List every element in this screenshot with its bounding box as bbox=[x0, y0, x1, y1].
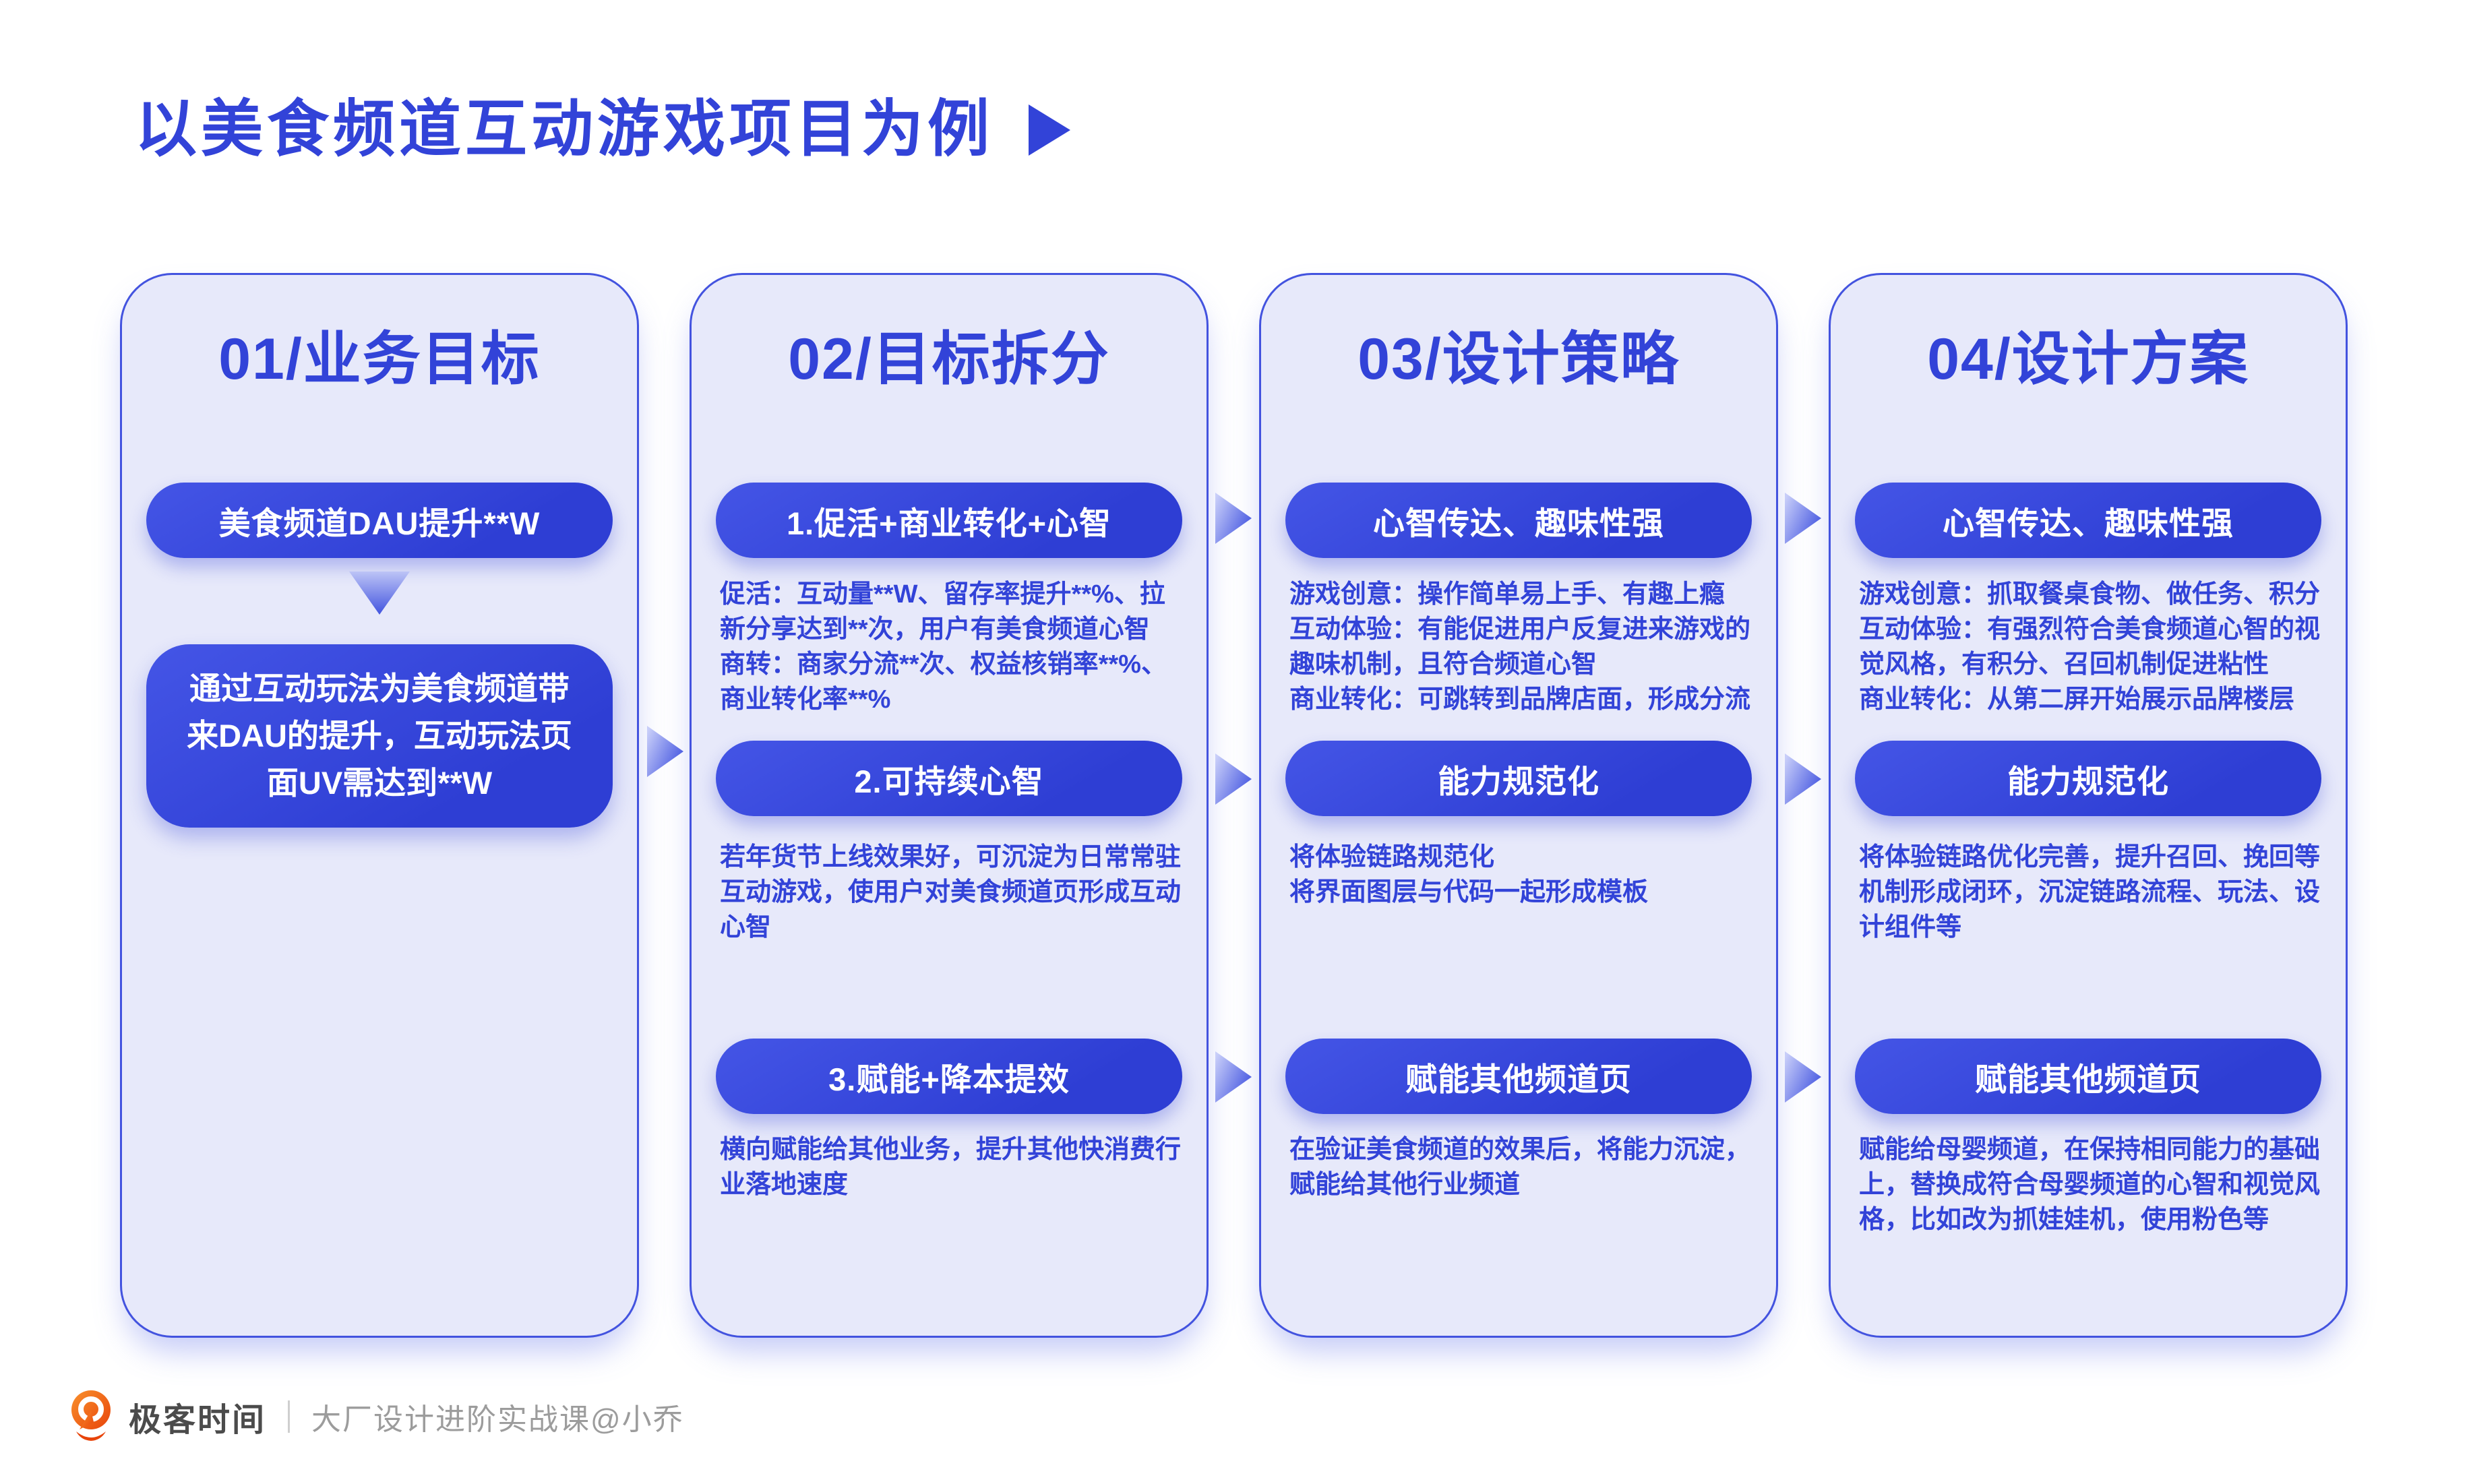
body-row-3: 在验证美食频道的效果后，将能力沉淀，赋能给其他行业频道 bbox=[1289, 1136, 1751, 1199]
pill-row-3: 赋能其他频道页 bbox=[1855, 1039, 2321, 1114]
flow-arrow-right-icon bbox=[1215, 493, 1252, 544]
flow-arrow-right-icon bbox=[1215, 1051, 1252, 1103]
flow-arrow-right-icon bbox=[1785, 493, 1821, 544]
title-row: 以美食频道互动游戏项目为例 bbox=[135, 95, 1071, 164]
body-row-2: 将体验链路规范化 将界面图层与代码一起形成模板 bbox=[1289, 843, 1649, 906]
body-row-3: 横向赋能给其他业务，提升其他快消费行业落地速度 bbox=[720, 1136, 1182, 1199]
pill-row-2: 2.可持续心智 bbox=[716, 741, 1182, 816]
card-header: 03/设计策略 bbox=[1357, 327, 1680, 392]
body-row-2: 将体验链路优化完善，提升召回、挽回等机制形成闭环，沉淀链路流程、玩法、设计组件等 bbox=[1859, 843, 2321, 941]
arrow-down-icon bbox=[349, 571, 410, 615]
body-row-2: 若年货节上线效果好，可沉淀为日常常驻互动游戏，使用户对美食频道页形成互动心智 bbox=[720, 843, 1182, 941]
footer-divider bbox=[288, 1400, 291, 1433]
pill-row-3: 3.赋能+降本提效 bbox=[716, 1039, 1182, 1114]
card-design-plan: 04/设计方案 心智传达、趣味性强 游戏创意：抓取餐桌食物、做任务、积分 互动体… bbox=[1829, 273, 2348, 1338]
body-row-1: 游戏创意：操作简单易上手、有趣上瘾 互动体验：有能促进用户反复进来游戏的趣味机制… bbox=[1289, 580, 1751, 714]
page-title: 以美食频道互动游戏项目为例 bbox=[135, 95, 994, 164]
result-pill: 通过互动玩法为美食频道带来DAU的提升，互动玩法页面UV需达到**W bbox=[146, 644, 613, 828]
card-business-goal: 01/业务目标 美食频道DAU提升**W 通过互动玩法为美食频道带来DAU的提升… bbox=[120, 273, 639, 1338]
play-triangle-icon bbox=[1029, 104, 1071, 156]
footer-course-credit: 大厂设计进阶实战课@小乔 bbox=[311, 1403, 684, 1436]
goal-pill: 美食频道DAU提升**W bbox=[146, 483, 613, 558]
card-design-strategy: 03/设计策略 心智传达、趣味性强 游戏创意：操作简单易上手、有趣上瘾 互动体验… bbox=[1259, 273, 1778, 1338]
pill-row-1: 心智传达、趣味性强 bbox=[1855, 483, 2321, 558]
pill-row-1: 1.促活+商业转化+心智 bbox=[716, 483, 1182, 558]
body-row-1: 游戏创意：抓取餐桌食物、做任务、积分 互动体验：有强烈符合美食频道心智的视觉风格… bbox=[1859, 580, 2321, 714]
footer-brand: 极客时间 bbox=[129, 1402, 267, 1438]
body-row-3: 赋能给母婴频道，在保持相同能力的基础上，替换成符合母婴频道的心智和视觉风格，比如… bbox=[1859, 1136, 2321, 1234]
flow-arrow-right-icon bbox=[1785, 753, 1821, 805]
card-goal-breakdown: 02/目标拆分 1.促活+商业转化+心智 促活：互动量**W、留存率提升**%、… bbox=[690, 273, 1209, 1338]
card-header: 01/业务目标 bbox=[218, 327, 541, 392]
pill-row-3: 赋能其他频道页 bbox=[1285, 1039, 1752, 1114]
body-row-1: 促活：互动量**W、留存率提升**%、拉新分享达到**次，用户有美食频道心智 商… bbox=[720, 580, 1167, 714]
pill-row-2: 能力规范化 bbox=[1285, 741, 1752, 816]
footer: 极客时间 大厂设计进阶实战课@小乔 bbox=[71, 1387, 684, 1446]
geektime-logo-icon bbox=[71, 1390, 111, 1441]
pill-row-2: 能力规范化 bbox=[1855, 741, 2321, 816]
flow-arrow-right-icon bbox=[1215, 753, 1252, 805]
card-header: 04/设计方案 bbox=[1927, 327, 2249, 392]
card-header: 02/目标拆分 bbox=[788, 327, 1110, 392]
flow-arrow-right-icon bbox=[647, 726, 683, 777]
flow-arrow-right-icon bbox=[1785, 1051, 1821, 1103]
pill-row-1: 心智传达、趣味性强 bbox=[1285, 483, 1752, 558]
